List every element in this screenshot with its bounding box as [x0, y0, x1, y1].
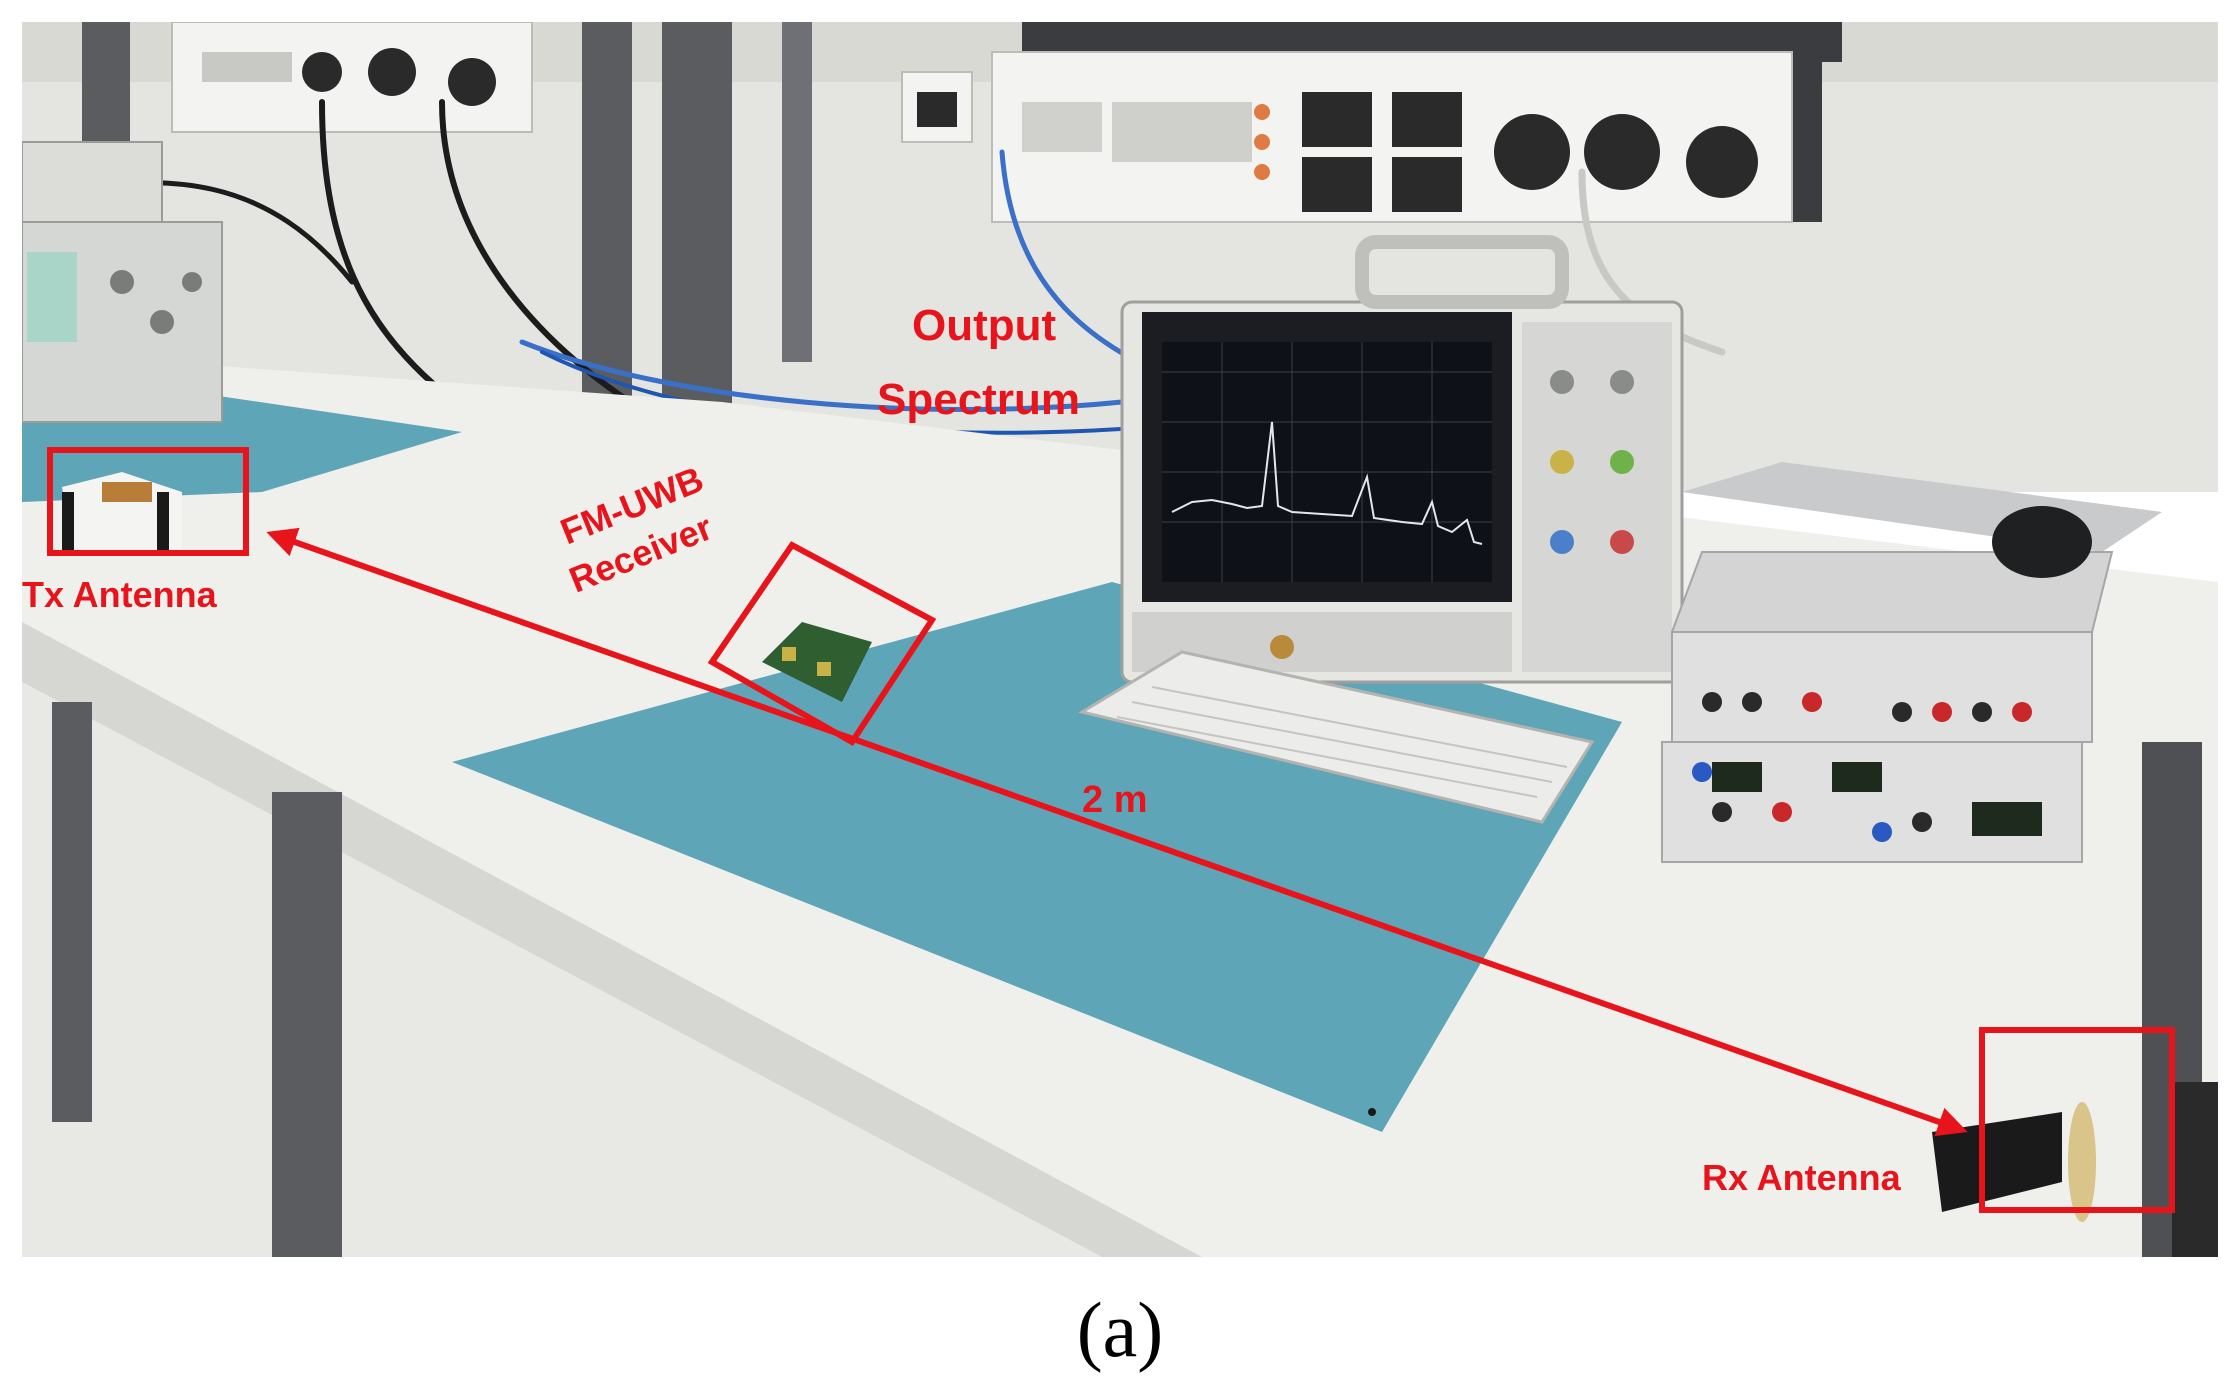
output-spectrum-label-line2: Spectrum — [877, 375, 1080, 424]
signal-generator — [22, 141, 223, 423]
rx-antenna-label: Rx Antenna — [1702, 1157, 1902, 1198]
lab-setup-photo: Tx Antenna Rx Antenna 2 m Output Spectru… — [22, 22, 2218, 1257]
distance-label: 2 m — [1082, 779, 1147, 821]
power-strip-left — [171, 22, 533, 133]
figure-caption: (a) — [1076, 1286, 1164, 1373]
output-spectrum-label-line1: Output — [912, 301, 1057, 350]
bench-leg — [272, 792, 342, 1257]
tx-antenna-highlight — [47, 447, 249, 556]
rx-antenna-highlight — [1979, 1027, 2175, 1213]
power-strip-right — [901, 51, 1793, 223]
bench-leg — [52, 702, 92, 1122]
oscilloscope — [1120, 235, 1684, 684]
tx-antenna-label: Tx Antenna — [22, 574, 218, 615]
mouse — [1992, 506, 2092, 578]
rx-antenna — [1932, 1082, 2218, 1257]
tx-antenna — [62, 472, 182, 552]
distance-arrow — [266, 527, 1968, 1137]
